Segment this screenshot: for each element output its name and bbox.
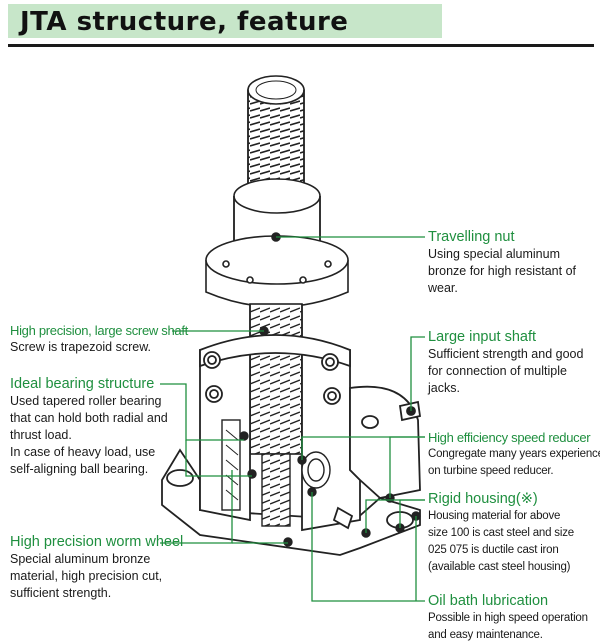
body-line: sufficient strength. — [10, 586, 112, 600]
body-line: material, high precision cut, — [10, 569, 163, 583]
body-line: Used tapered roller bearing — [10, 394, 162, 408]
label-bearing: Ideal bearing structure Used tapered rol… — [10, 376, 186, 478]
heading-oil-bath: Oil bath lubrication — [428, 593, 549, 609]
page-title: JTA structure, feature — [20, 7, 349, 37]
internal-cutaway — [221, 419, 421, 547]
body-line: Special aluminum bronze — [10, 552, 151, 566]
body-line: and easy maintenance. — [428, 629, 543, 641]
jack-illustration — [160, 75, 425, 602]
body-line: 025 075 is ductile cast iron — [428, 544, 559, 556]
body-line: that can hold both radial and — [10, 411, 168, 425]
heading-travelling-nut: Travelling nut — [428, 229, 515, 245]
body-line: wear. — [428, 281, 458, 295]
heading-screw-shaft: High precision, large screw shaft — [10, 323, 188, 338]
body-line: Screw is trapezoid screw. — [10, 340, 152, 354]
heading-input-shaft: Large input shaft — [428, 329, 537, 345]
heading-housing: Rigid housing(※) — [428, 491, 538, 507]
body-line: Congregate many years experience — [428, 448, 600, 460]
body-line: size 100 is cast steel and size — [428, 527, 574, 539]
label-worm-wheel: High precision worm wheel Special alumin… — [10, 534, 184, 602]
label-screw-shaft: High precision, large screw shaft Screw … — [10, 322, 188, 356]
body-line: jacks. — [428, 381, 460, 395]
title-banner: JTA structure, feature — [8, 4, 442, 38]
label-oil-bath: Oil bath lubrication Possible in high sp… — [428, 593, 598, 643]
label-speed-reducer: High efficiency speed reducer Congregate… — [428, 429, 600, 480]
body-line: thrust load. — [10, 428, 72, 442]
body-line: Possible in high speed operation — [428, 612, 588, 624]
body-line: on turbine speed reducer. — [428, 465, 554, 477]
body-line: Housing material for above — [428, 510, 561, 522]
travelling-nut-body — [205, 178, 349, 308]
label-housing: Rigid housing(※) Housing material for ab… — [428, 491, 598, 576]
heading-bearing: Ideal bearing structure — [10, 376, 155, 392]
body-line: bronze for high resistant of — [428, 264, 576, 278]
body-line: Using special aluminum — [428, 247, 561, 261]
body-line: Sufficient strength and good — [428, 347, 584, 361]
lower-screw-shaft — [249, 303, 303, 455]
body-line: self-aligning ball bearing. — [10, 462, 149, 476]
leader-lines — [160, 236, 425, 602]
title-rule — [8, 44, 594, 47]
body-line: for connection of multiple — [428, 364, 567, 378]
body-line: In case of heavy load, use — [10, 445, 156, 459]
body-line: (available cast steel housing) — [428, 561, 571, 573]
heading-speed-reducer: High efficiency speed reducer — [428, 430, 591, 445]
heading-worm-wheel: High precision worm wheel — [10, 534, 184, 550]
label-travelling-nut: Travelling nut Using special aluminum br… — [428, 229, 592, 297]
label-input-shaft: Large input shaft Sufficient strength an… — [428, 329, 592, 397]
